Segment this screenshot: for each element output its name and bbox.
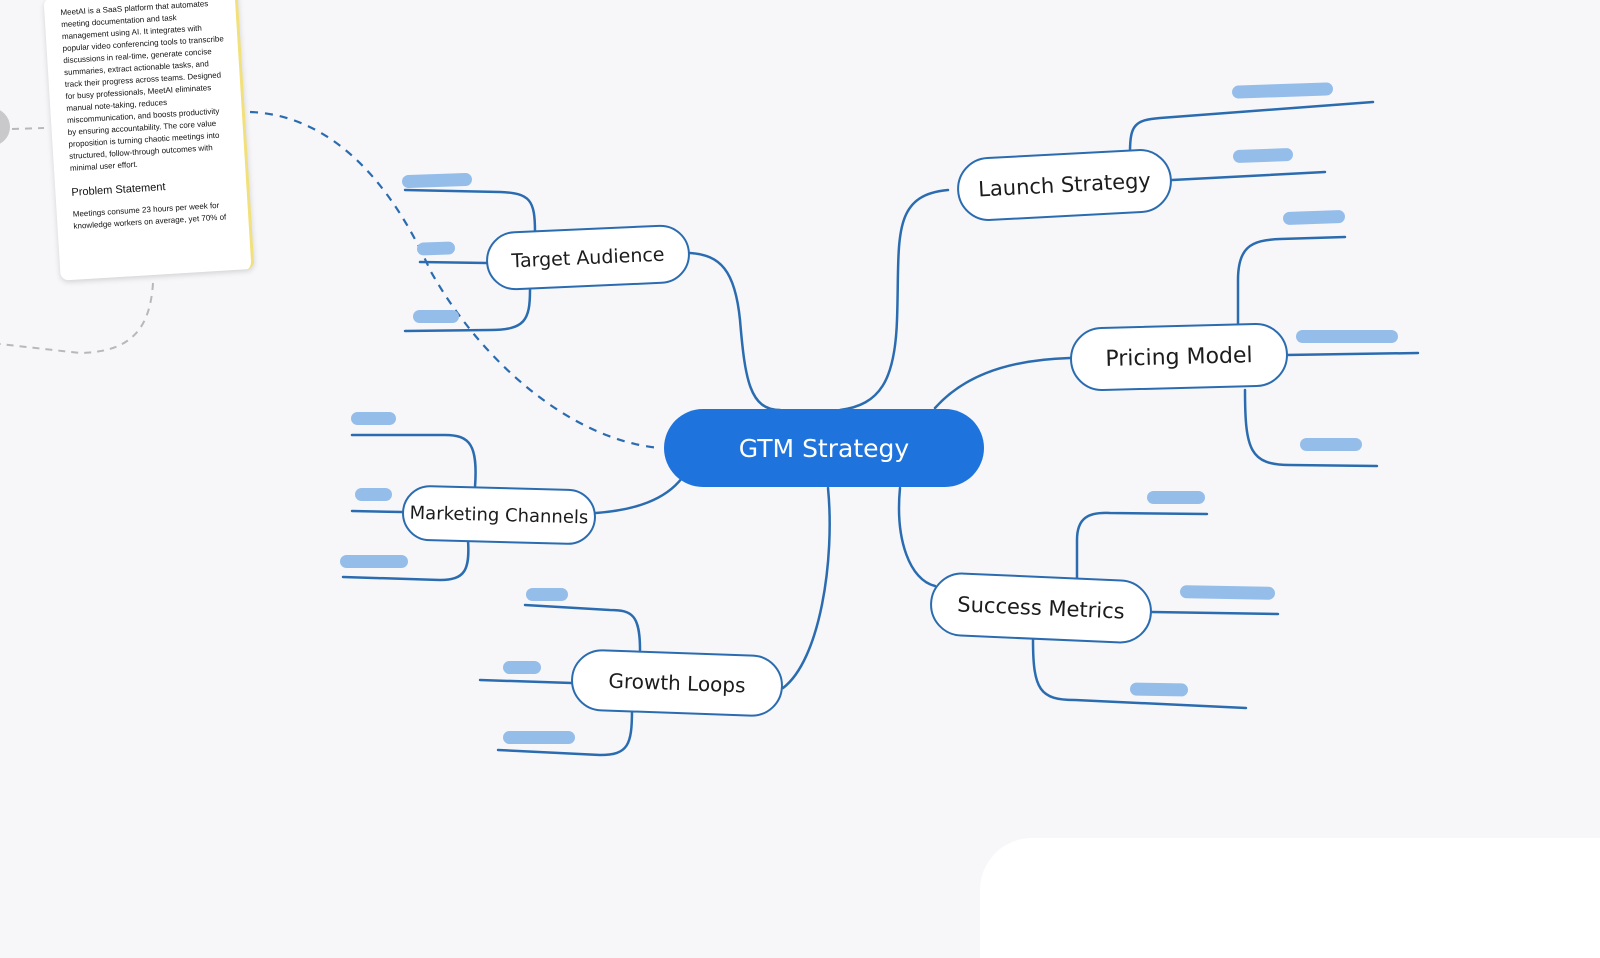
problem-statement-text: Meetings consume 23 hours per week for k… bbox=[72, 200, 227, 231]
context-card[interactable]: MeetAI is a SaaS platform that automates… bbox=[43, 0, 255, 281]
sub-link-ls-1 bbox=[1128, 100, 1375, 154]
context-card-body: MeetAI is a SaaS platform that automates… bbox=[60, 0, 225, 173]
link-root-growth-loops bbox=[781, 486, 831, 690]
branch-node-marketing-channels[interactable]: Marketing Channels bbox=[401, 484, 597, 546]
collapsed-node-circle[interactable] bbox=[0, 108, 10, 146]
branch-node-growth-loops[interactable]: Growth Loops bbox=[569, 648, 785, 718]
branch-node-pricing-model[interactable]: Pricing Model bbox=[1069, 322, 1289, 392]
placeholder-leaf[interactable] bbox=[526, 588, 568, 601]
sub-link-mc-2 bbox=[350, 509, 404, 514]
placeholder-leaf[interactable] bbox=[340, 555, 408, 568]
branch-node-target-audience[interactable]: Target Audience bbox=[484, 223, 692, 292]
link-root-launch-strategy bbox=[838, 188, 950, 412]
sub-link-pm-1 bbox=[1236, 235, 1347, 332]
placeholder-leaf[interactable] bbox=[1147, 491, 1205, 504]
sub-link-sm-1 bbox=[1075, 511, 1209, 580]
placeholder-leaf[interactable] bbox=[503, 661, 541, 674]
link-root-target-audience bbox=[688, 251, 782, 412]
placeholder-leaf[interactable] bbox=[413, 310, 459, 323]
dashed-link-card-root bbox=[249, 110, 661, 450]
placeholder-leaf[interactable] bbox=[355, 488, 392, 501]
sub-link-ta-3 bbox=[403, 288, 532, 333]
placeholder-leaf[interactable] bbox=[1282, 209, 1346, 226]
sub-link-ta-2 bbox=[418, 260, 489, 265]
placeholder-leaf[interactable] bbox=[401, 172, 473, 189]
sub-link-ls-2 bbox=[1170, 170, 1327, 182]
sub-link-mc-1 bbox=[350, 433, 477, 489]
sub-link-mc-3 bbox=[341, 538, 470, 582]
placeholder-leaf[interactable] bbox=[1232, 147, 1294, 164]
input-panel[interactable] bbox=[980, 838, 1600, 958]
sub-link-gl-2 bbox=[478, 678, 574, 685]
sub-link-gl-3 bbox=[496, 708, 634, 757]
placeholder-leaf[interactable] bbox=[1296, 330, 1398, 343]
placeholder-leaf[interactable] bbox=[503, 731, 575, 744]
link-root-success-metrics bbox=[897, 486, 937, 588]
link-root-pricing-model bbox=[933, 356, 1072, 410]
placeholder-leaf[interactable] bbox=[416, 241, 456, 256]
dashed-link-left-1 bbox=[11, 127, 45, 130]
placeholder-leaf[interactable] bbox=[1179, 585, 1276, 600]
sub-link-gl-1 bbox=[523, 603, 642, 652]
dashed-link-left-2 bbox=[0, 282, 154, 355]
placeholder-leaf[interactable] bbox=[1300, 438, 1362, 451]
sub-link-ta-1 bbox=[403, 188, 537, 234]
problem-statement-heading: Problem Statement bbox=[71, 181, 166, 199]
sub-link-sm-2 bbox=[1150, 610, 1280, 616]
link-root-marketing-channels bbox=[594, 476, 684, 515]
branch-node-success-metrics[interactable]: Success Metrics bbox=[928, 571, 1154, 645]
sub-link-pm-2 bbox=[1283, 351, 1420, 357]
sub-link-pm-3 bbox=[1243, 388, 1379, 468]
root-node[interactable]: GTM Strategy bbox=[664, 409, 984, 487]
sub-link-sm-3 bbox=[1031, 638, 1248, 710]
branch-node-launch-strategy[interactable]: Launch Strategy bbox=[955, 147, 1174, 223]
placeholder-leaf[interactable] bbox=[1129, 682, 1189, 697]
placeholder-leaf[interactable] bbox=[351, 412, 396, 425]
